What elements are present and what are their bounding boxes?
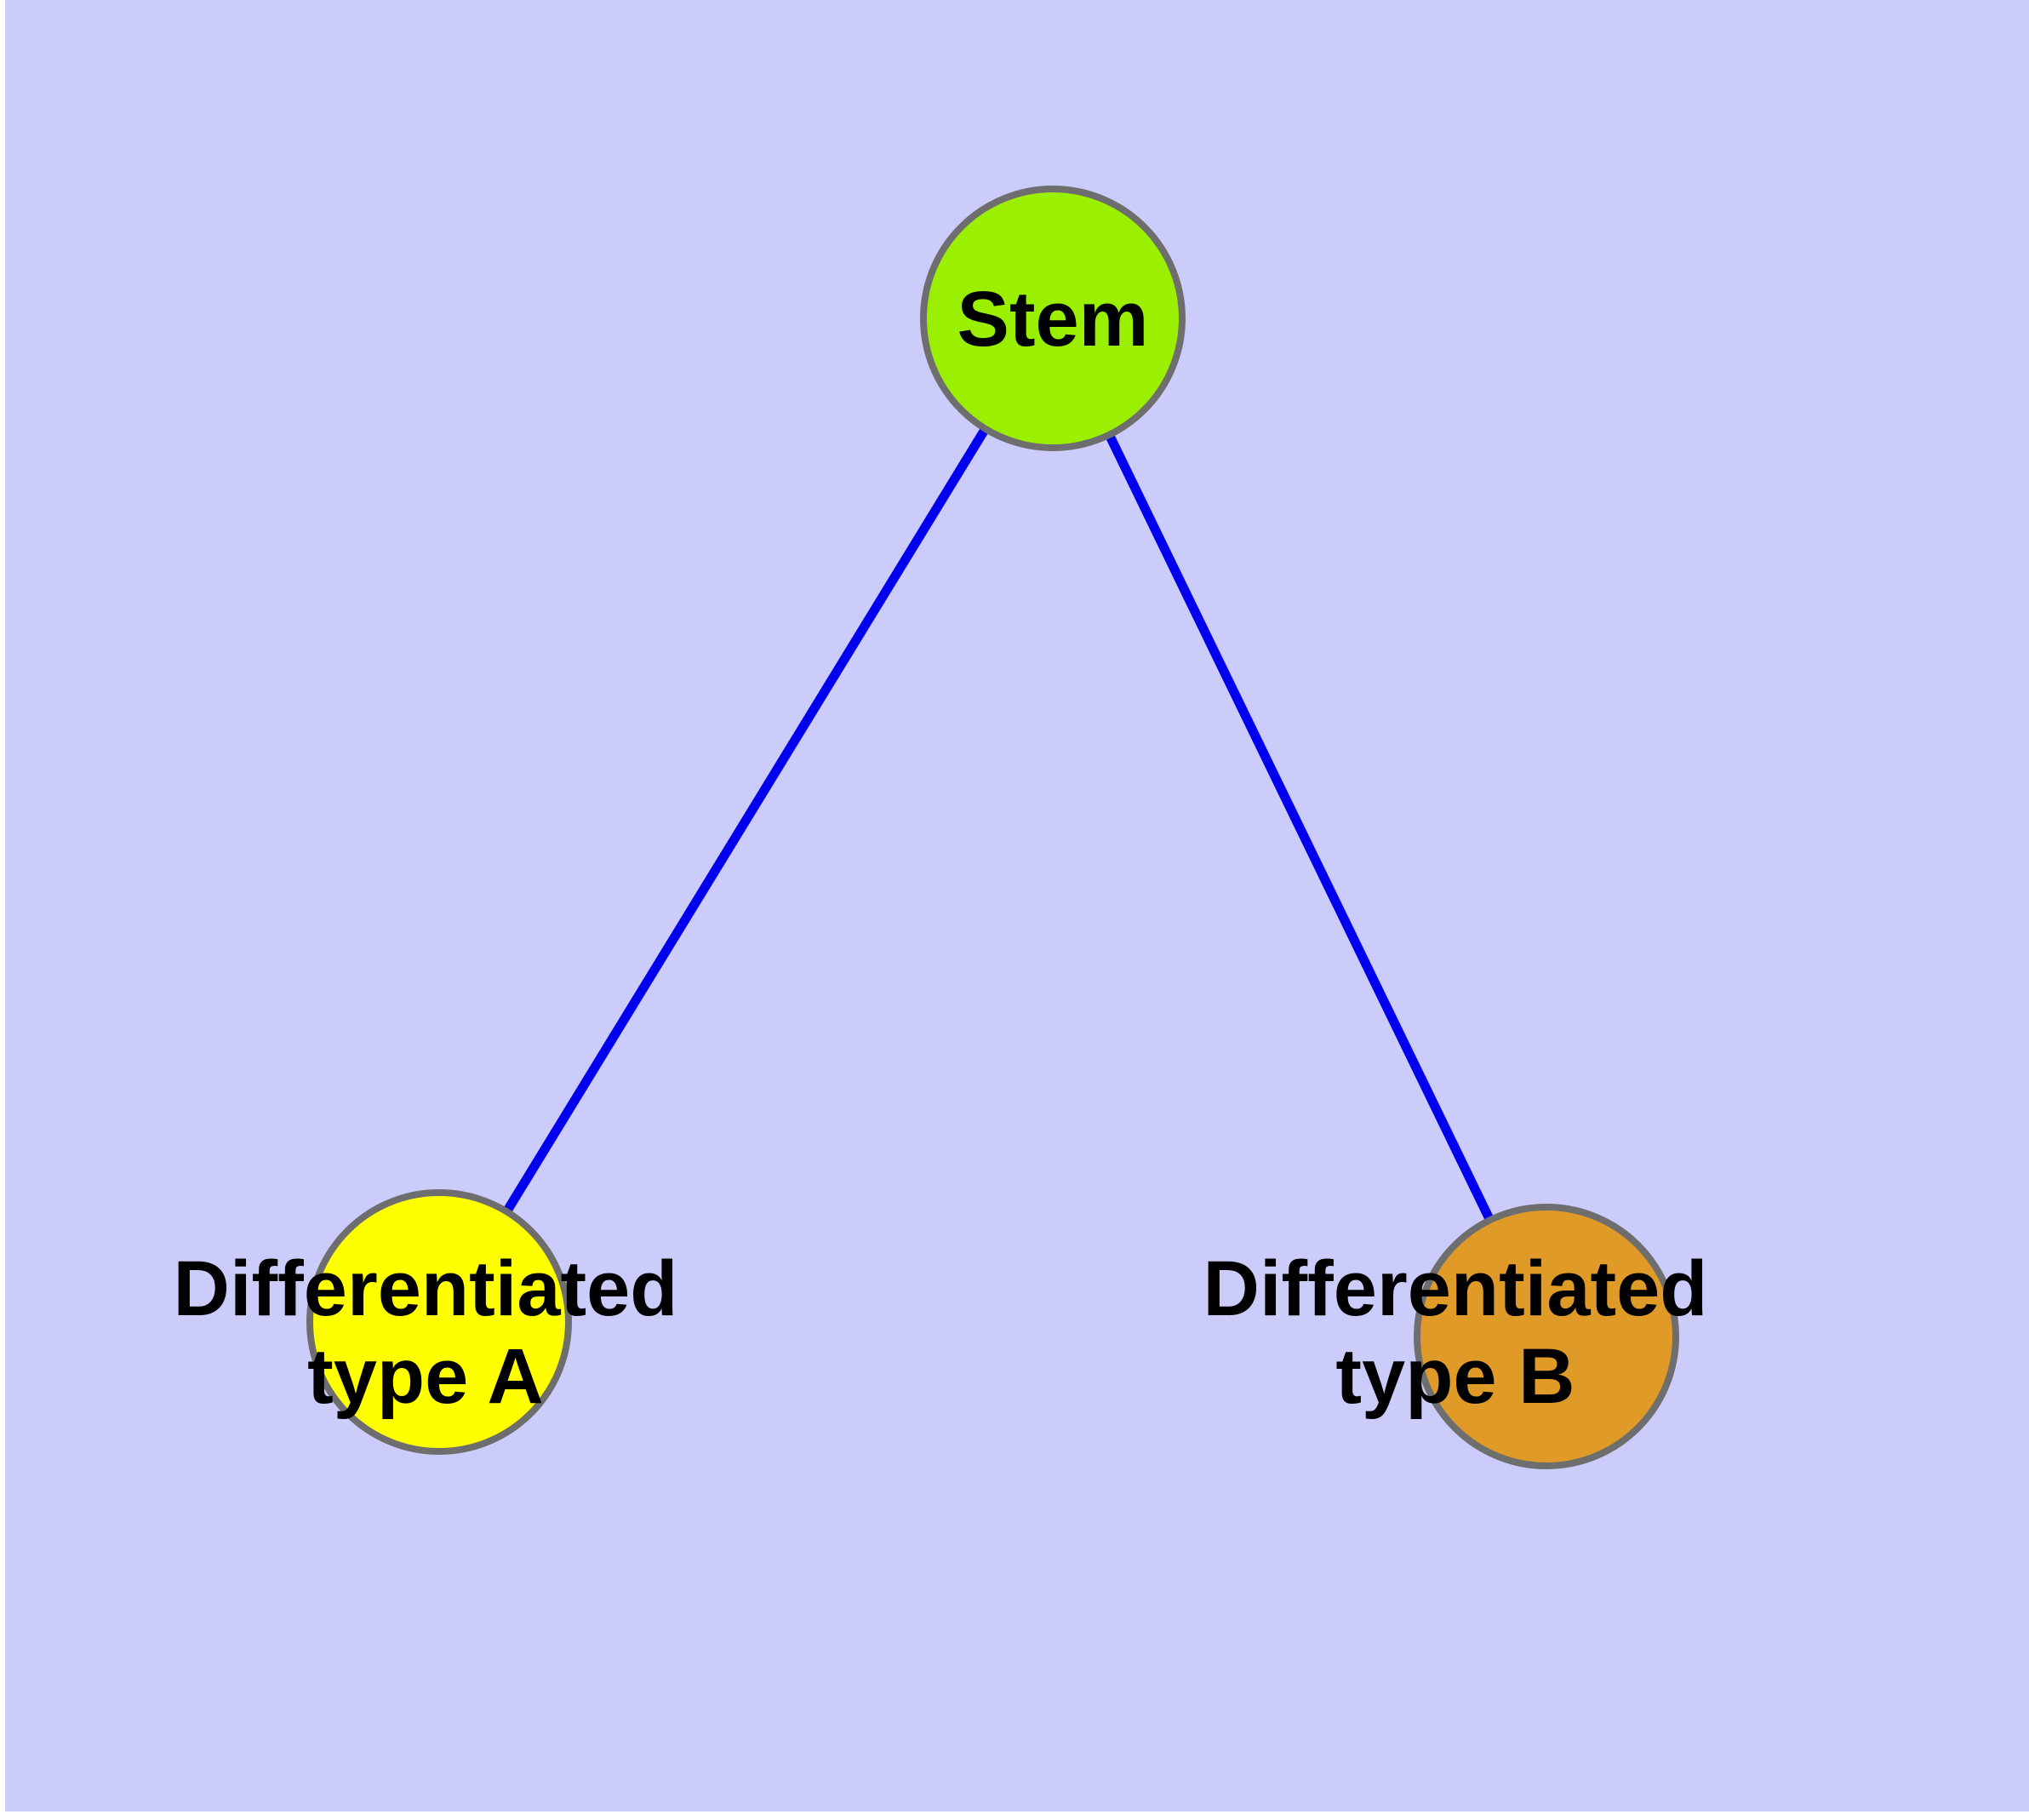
node-differentiated-type-b[interactable] — [1414, 1204, 1679, 1469]
node-label-differentiated-type-a-line2: type A — [307, 1333, 544, 1420]
edges-layer — [435, 316, 1551, 1339]
node-label-stem-line1: Stem — [957, 276, 1149, 363]
edge-stem-to-differentiated-type-b[interactable] — [1049, 316, 1551, 1339]
node-stem[interactable] — [920, 186, 1186, 451]
node-label-differentiated-type-b-line2: type B — [1335, 1333, 1575, 1420]
node-label-differentiated-type-b-line1: Differentiated — [1203, 1245, 1708, 1332]
node-differentiated-type-a[interactable] — [306, 1189, 572, 1455]
nodes-layer — [306, 186, 1679, 1469]
edge-stem-to-differentiated-type-a[interactable] — [435, 316, 1057, 1325]
labels-layer: Stem Differentiated type A Differentiate… — [174, 276, 1708, 1420]
node-label-differentiated-type-a-line1: Differentiated — [174, 1245, 678, 1332]
